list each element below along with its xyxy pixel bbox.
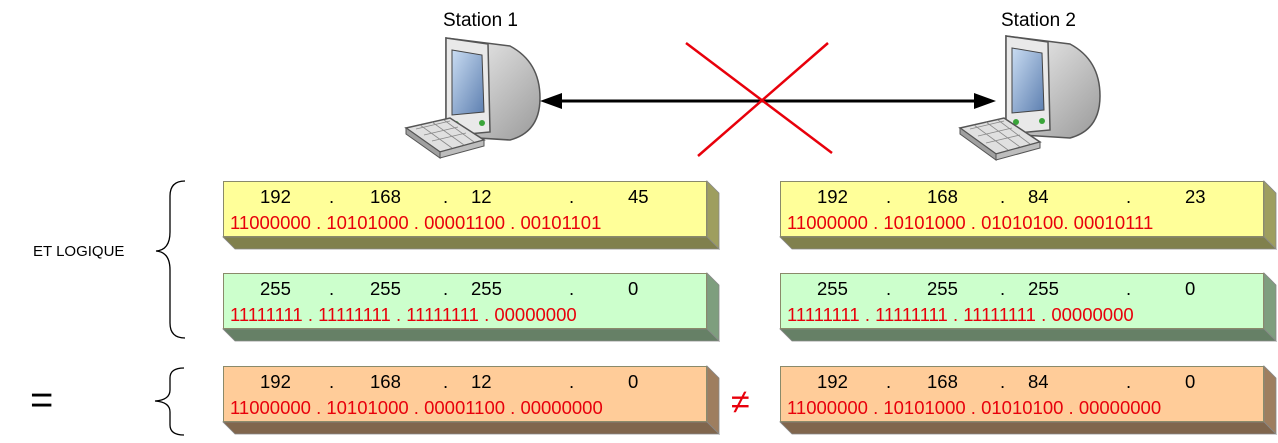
decimal-dot: . bbox=[329, 371, 335, 392]
decimal-dot: . bbox=[443, 371, 449, 392]
decimal-octet: 23 bbox=[1185, 186, 1206, 207]
binary-address: 11000000 . 10101000 . 00001100 . 0000000… bbox=[230, 397, 603, 418]
binary-address: 11000000 . 10101000 . 01010100 . 0000000… bbox=[787, 397, 1162, 418]
decimal-dot: . bbox=[886, 278, 892, 299]
box-face: 192. 168. 12. 45 11000000 . 10101000 . 00001… bbox=[223, 181, 707, 237]
decimal-octet: 192 bbox=[817, 371, 848, 392]
decimal-octet: 12 bbox=[471, 371, 492, 392]
decimal-dot: . bbox=[443, 278, 449, 299]
station-1-label: Station 1 bbox=[443, 10, 518, 31]
and-logic-label: ET LOGIQUE bbox=[33, 243, 125, 260]
binary-address: 11000000 . 10101000 . 00001100 . 0010110… bbox=[230, 212, 602, 233]
decimal-octet: 255 bbox=[370, 278, 401, 299]
decimal-dot: . bbox=[569, 186, 575, 207]
box-face: 192. 168. 84. 0 11000000 . 10101000 . 010101… bbox=[780, 366, 1264, 422]
box-depth bbox=[222, 180, 720, 250]
station-2-label: Station 2 bbox=[1001, 10, 1076, 31]
box-depth bbox=[779, 180, 1277, 250]
decimal-octet: 192 bbox=[817, 186, 848, 207]
decimal-dot: . bbox=[443, 186, 449, 207]
box-depth bbox=[779, 365, 1277, 435]
decimal-dot: . bbox=[1000, 186, 1006, 207]
box-face: 192. 168. 12. 0 11000000 . 10101000 . 000011… bbox=[223, 366, 707, 422]
decimal-dot: . bbox=[569, 371, 575, 392]
decimal-dot: . bbox=[1000, 371, 1006, 392]
decimal-octet: 0 bbox=[1185, 278, 1196, 299]
box-face: 192. 168. 84. 23 11000000 . 10101000 . 01010… bbox=[780, 181, 1264, 237]
decimal-dot: . bbox=[886, 186, 892, 207]
decimal-octet: 45 bbox=[628, 186, 649, 207]
brace-result bbox=[154, 367, 185, 436]
binary-address: 11111111 . 11111111 . 11111111 . 0000000… bbox=[787, 304, 1134, 325]
box-face: 255. 255. 255. 0 11111111 . 11111111 . 11111… bbox=[780, 273, 1264, 329]
box-depth bbox=[779, 272, 1277, 342]
brace-and-logic bbox=[155, 180, 186, 339]
binary-address: 11111111 . 11111111 . 11111111 . 0000000… bbox=[230, 304, 577, 325]
station-2-computer-icon bbox=[958, 35, 1101, 161]
decimal-octet: 84 bbox=[1028, 186, 1049, 207]
decimal-octet: 255 bbox=[817, 278, 848, 299]
binary-address: 11000000 . 10101000 . 01010100. 00010111 bbox=[787, 212, 1154, 233]
decimal-octet: 12 bbox=[471, 186, 492, 207]
decimal-octet: 192 bbox=[260, 186, 291, 207]
box-face: 255. 255. 255. 0 11111111 . 11111111 . 11111… bbox=[223, 273, 707, 329]
decimal-octet: 255 bbox=[260, 278, 291, 299]
equals-sign: = bbox=[30, 378, 54, 422]
decimal-octet: 255 bbox=[1028, 278, 1059, 299]
decimal-octet: 168 bbox=[927, 186, 958, 207]
decimal-dot: . bbox=[1126, 278, 1132, 299]
station-1-computer-icon bbox=[404, 37, 541, 159]
connection-arrow bbox=[540, 93, 996, 109]
blocked-cross-icon bbox=[685, 42, 833, 157]
decimal-octet: 168 bbox=[370, 186, 401, 207]
decimal-octet: 168 bbox=[927, 371, 958, 392]
not-equal-sign: ≠ bbox=[731, 383, 750, 421]
decimal-dot: . bbox=[569, 278, 575, 299]
decimal-octet: 255 bbox=[927, 278, 958, 299]
decimal-dot: . bbox=[1126, 371, 1132, 392]
decimal-octet: 0 bbox=[628, 278, 639, 299]
decimal-octet: 0 bbox=[628, 371, 639, 392]
decimal-octet: 0 bbox=[1185, 371, 1196, 392]
decimal-octet: 192 bbox=[260, 371, 291, 392]
decimal-dot: . bbox=[329, 278, 335, 299]
decimal-octet: 168 bbox=[370, 371, 401, 392]
decimal-dot: . bbox=[329, 186, 335, 207]
decimal-dot: . bbox=[886, 371, 892, 392]
decimal-dot: . bbox=[1126, 186, 1132, 207]
decimal-octet: 84 bbox=[1028, 371, 1049, 392]
decimal-octet: 255 bbox=[471, 278, 502, 299]
decimal-dot: . bbox=[1000, 278, 1006, 299]
box-depth bbox=[222, 272, 720, 342]
box-depth bbox=[222, 365, 720, 435]
